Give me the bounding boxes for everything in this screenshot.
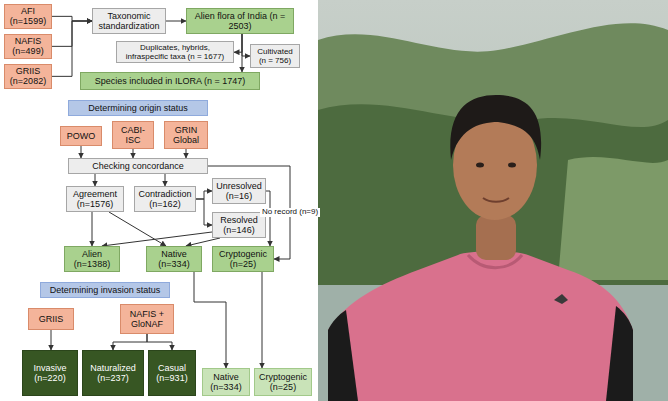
step-band: Determining invasion status: [40, 282, 170, 298]
flow-arrow: [165, 174, 166, 186]
node-text: Cryptogenic (n=25): [258, 372, 308, 393]
node-text: CABI-ISC: [116, 125, 150, 146]
invasion-box: Naturalized (n=237): [82, 350, 144, 396]
node-text: Naturalized (n=237): [86, 363, 140, 384]
flow-arrow: [109, 212, 166, 246]
eye-right: [508, 163, 516, 168]
excluded-box: Cultivated (n = 756): [250, 44, 300, 68]
node-text: Cultivated (n = 756): [254, 47, 296, 65]
node-text: Native (n=334): [206, 372, 246, 393]
eye-left: [476, 163, 484, 168]
status-box: Alien (n=1388): [64, 246, 120, 272]
process-box: Taxonomic standardization: [92, 8, 166, 34]
flow-arrow: [234, 34, 242, 52]
node-text: POWO: [67, 131, 96, 141]
source-box: POWO: [60, 126, 102, 146]
hair: [450, 95, 541, 160]
flow-arrow: [166, 21, 186, 22]
flow-arrow: [196, 191, 212, 199]
flow-arrow: [266, 191, 270, 246]
invasion-box: Casual (n=931): [148, 350, 196, 396]
flow-arrow: [95, 174, 96, 186]
source-box: NAFIS + GloNAF: [120, 304, 174, 334]
node-text: Casual (n=931): [152, 363, 192, 384]
status-box: Native (n=334): [146, 246, 202, 272]
node-text: Checking concordance: [92, 161, 184, 171]
node-text: NAFIS + GloNAF: [124, 309, 170, 330]
result-bar: Species included in ILORA (n = 1747): [80, 72, 260, 90]
flow-arrow: [51, 330, 52, 350]
node-text: Native (n=334): [150, 249, 198, 270]
node-text: Determining invasion status: [50, 285, 161, 295]
mouth: [483, 198, 509, 202]
flow-arrow: [186, 149, 187, 158]
node-text: Agreement (n=1576): [70, 189, 120, 210]
flow-arrow: [133, 149, 134, 158]
shirt: [328, 251, 633, 401]
node-text: NAFIS (n=499): [8, 36, 48, 57]
node-text: Alien flora of India (n = 2503): [190, 11, 290, 32]
status-box: Cryptogenic (n=25): [212, 246, 274, 272]
flow-arrow: [113, 334, 147, 350]
flow-arrow: [81, 146, 82, 158]
process-box: Resolved (n=146): [212, 212, 266, 238]
process-box: Contradiction (n=162): [134, 186, 196, 212]
flow-arrow: [92, 212, 93, 246]
process-box: Unresolved (n=16): [212, 178, 266, 204]
sky: [318, 0, 668, 401]
flow-arrow: [186, 238, 220, 246]
node-text: Duplicates, hybrids, infraspecific taxa …: [120, 43, 230, 61]
flow-arrow: [262, 272, 263, 368]
shirt-logo: [554, 294, 568, 304]
invasion-box: Invasive (n=220): [22, 350, 78, 396]
flow-arrow: [196, 199, 212, 225]
node-text: GRIN Global: [168, 125, 204, 146]
flow-arrow: [52, 16, 92, 21]
portrait-photo: [318, 0, 668, 401]
process-box: Checking concordance: [68, 158, 208, 174]
source-box: GRIIS: [28, 308, 74, 330]
flow-arrow: [147, 334, 172, 350]
sleeve-right: [606, 306, 633, 401]
source-box: GRIN Global: [164, 121, 208, 149]
excluded-box: Duplicates, hybrids, infraspecific taxa …: [116, 41, 234, 63]
flow-arrow: [52, 21, 92, 76]
edge-label: No record (n=9): [260, 208, 320, 217]
process-box: Agreement (n=1576): [66, 186, 124, 212]
result-box: Alien flora of India (n = 2503): [186, 8, 294, 34]
node-text: Contradiction (n=162): [138, 189, 192, 210]
node-text: Species included in ILORA (n = 1747): [95, 76, 245, 86]
node-text: Alien (n=1388): [68, 249, 116, 270]
source-box: NAFIS (n=499): [4, 34, 52, 59]
source-box: CABI-ISC: [112, 121, 154, 149]
final-box: Native (n=334): [202, 368, 250, 396]
flow-arrow: [194, 272, 226, 368]
step-band: Determining origin status: [68, 100, 208, 116]
neck: [476, 215, 516, 260]
node-text: GRIIS: [39, 314, 64, 324]
node-text: Cryptogenic (n=25): [216, 249, 270, 270]
node-text: Taxonomic standardization: [96, 11, 162, 32]
node-text: GRIIS (n=2082): [8, 66, 48, 87]
node-text: Invasive (n=220): [26, 363, 74, 384]
slope: [558, 157, 668, 280]
flow-arrow: [242, 34, 250, 56]
node-text: Resolved (n=146): [216, 215, 262, 236]
sleeve-left: [328, 310, 358, 401]
source-box: AFI (n=1599): [4, 4, 52, 29]
node-text: Determining origin status: [88, 103, 188, 113]
flow-arrow: [242, 34, 243, 72]
final-box: Cryptogenic (n=25): [254, 368, 312, 396]
source-box: GRIIS (n=2082): [4, 64, 52, 89]
node-text: Unresolved (n=16): [216, 181, 262, 202]
node-text: AFI (n=1599): [8, 6, 48, 27]
